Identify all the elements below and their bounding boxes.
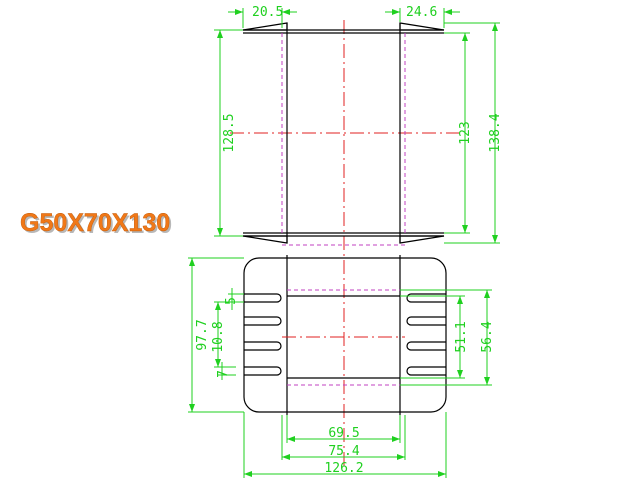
fin-slot xyxy=(244,316,282,326)
side-view: 20.5 24.6 128.5 123 138.4 xyxy=(214,5,503,470)
fins xyxy=(244,293,446,376)
arrowhead xyxy=(217,228,223,236)
dim-core-width: 75.4 xyxy=(328,444,359,459)
dim-slot-spacing: 10.8 xyxy=(211,321,226,352)
arrowhead xyxy=(235,9,243,15)
arrowhead xyxy=(392,9,400,15)
fin-slot xyxy=(244,341,282,351)
left-fins xyxy=(244,293,282,376)
fin-slot xyxy=(406,316,446,326)
dim-window-outer-height: 56.4 xyxy=(480,321,495,352)
arrowhead xyxy=(492,235,498,243)
arrowhead xyxy=(438,471,446,477)
arrowhead xyxy=(484,377,490,385)
arrowhead xyxy=(462,225,468,233)
title-shadow: G50X70X130 xyxy=(22,211,172,239)
top-flange-left xyxy=(242,22,288,31)
title-group: G50X70X130 G50X70X130 xyxy=(20,209,172,239)
dim-window-height: 51.1 xyxy=(454,321,469,352)
arrowhead xyxy=(392,436,400,442)
dim-slot-width: 7 xyxy=(216,370,231,378)
arrowhead xyxy=(484,290,490,298)
fin-slot xyxy=(244,293,282,303)
dim-left-height: 128.5 xyxy=(222,113,237,152)
arrowhead xyxy=(444,9,452,15)
top-flange-right xyxy=(399,22,445,31)
bottom-flange-left xyxy=(242,235,288,244)
arrowhead xyxy=(217,30,223,38)
arrowhead xyxy=(189,258,195,266)
dim-inner-height: 123 xyxy=(458,121,473,144)
arrowhead xyxy=(244,471,252,477)
dim-total-width: 126.2 xyxy=(324,461,363,476)
arrowhead xyxy=(189,404,195,412)
arrowhead xyxy=(492,23,498,31)
arrowhead xyxy=(215,302,221,310)
dim-top-left-flange: 20.5 xyxy=(252,5,283,20)
arrowhead xyxy=(282,454,290,460)
flange-outline xyxy=(243,257,447,413)
arrowhead xyxy=(397,454,405,460)
dim-outer-height: 138.4 xyxy=(488,113,503,152)
dim-base-height: 97.7 xyxy=(195,319,210,350)
dim-window-width: 69.5 xyxy=(328,426,359,441)
arrowhead xyxy=(282,9,290,15)
dim-slot-pitch: 5 xyxy=(224,297,239,305)
fin-slot xyxy=(244,366,282,376)
arrowhead xyxy=(457,370,463,378)
fin-slot xyxy=(406,366,446,376)
bottom-flange-right xyxy=(399,235,445,244)
end-view: 97.7 5 10.8 7 51.1 56.4 xyxy=(188,255,495,478)
fin-slot xyxy=(406,293,446,303)
dim-top-right-flange: 24.6 xyxy=(406,5,437,20)
arrowhead xyxy=(457,296,463,304)
right-fins xyxy=(406,293,446,376)
arrowhead xyxy=(287,436,295,442)
arrowhead xyxy=(462,33,468,41)
part-title: G50X70X130 xyxy=(20,209,170,237)
arrowhead xyxy=(215,359,221,367)
fin-slot xyxy=(406,341,446,351)
